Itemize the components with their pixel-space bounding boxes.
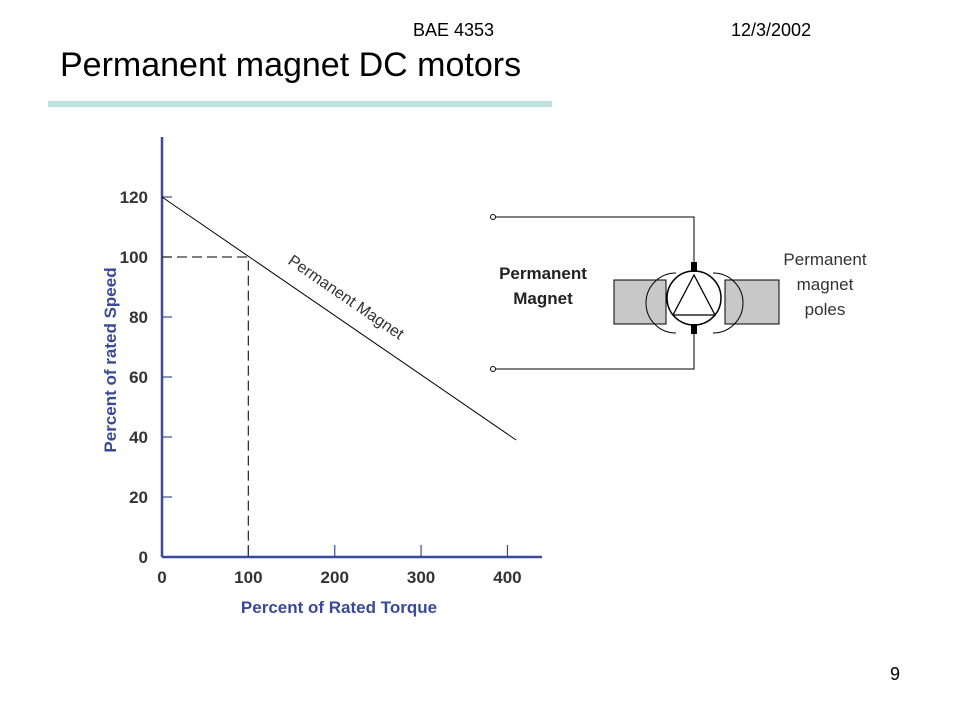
page-number: 9 <box>890 664 901 684</box>
terminal-top <box>490 214 496 220</box>
x-tick-label: 0 <box>157 568 166 587</box>
x-axis-title: Percent of Rated Torque <box>241 598 437 617</box>
x-tick-label: 200 <box>321 568 349 587</box>
slide-date: 12/3/2002 <box>731 20 812 40</box>
x-tick-label: 300 <box>407 568 435 587</box>
y-axis-title: Percent of rated Speed <box>101 267 120 452</box>
pole-face-left <box>645 272 677 334</box>
magnet-pole-right <box>724 279 780 325</box>
permanent-magnet-line <box>161 196 517 441</box>
pole-face-right <box>712 272 744 334</box>
title-underline <box>48 101 552 107</box>
y-tick-label: 60 <box>129 368 148 387</box>
permanent-magnet-line-label: Permanent Magnet <box>285 252 407 343</box>
motor-label-line1: Permanent <box>499 264 587 283</box>
poles-label-line3: poles <box>805 300 846 319</box>
brush-bottom <box>691 324 697 334</box>
motor-label-line2: Magnet <box>513 289 573 308</box>
motor-schematic: Permanent Magnet Permanent magnet poles <box>490 214 867 372</box>
x-tick-label: 400 <box>493 568 521 587</box>
speed-torque-chart: 0 20 40 60 80 100 120 0 100 200 300 400 Permanent … <box>101 137 542 617</box>
y-tick-label: 20 <box>129 488 148 507</box>
poles-label-line1: Permanent <box>783 250 866 269</box>
y-axis-ticks: 0 20 40 60 80 100 120 <box>120 188 172 567</box>
magnet-pole-left <box>613 279 667 325</box>
x-axis-ticks: 0 100 200 300 400 <box>157 545 522 587</box>
y-tick-label: 80 <box>129 308 148 327</box>
brush-top <box>691 262 697 272</box>
y-tick-label: 100 <box>120 248 148 267</box>
armature-triangle-symbol <box>671 273 717 316</box>
wire-bottom <box>496 334 695 370</box>
y-tick-label: 40 <box>129 428 148 447</box>
y-tick-label: 120 <box>120 188 148 207</box>
terminal-bottom <box>490 366 496 372</box>
poles-label-line2: magnet <box>797 275 854 294</box>
armature-circle <box>666 270 722 326</box>
course-code: BAE 4353 <box>413 20 495 40</box>
y-tick-label: 0 <box>139 548 148 567</box>
rated-point-guide-lines <box>162 256 250 557</box>
wire-top <box>496 216 695 262</box>
slide-title: Permanent magnet DC motors <box>60 46 522 84</box>
x-tick-label: 100 <box>234 568 262 587</box>
